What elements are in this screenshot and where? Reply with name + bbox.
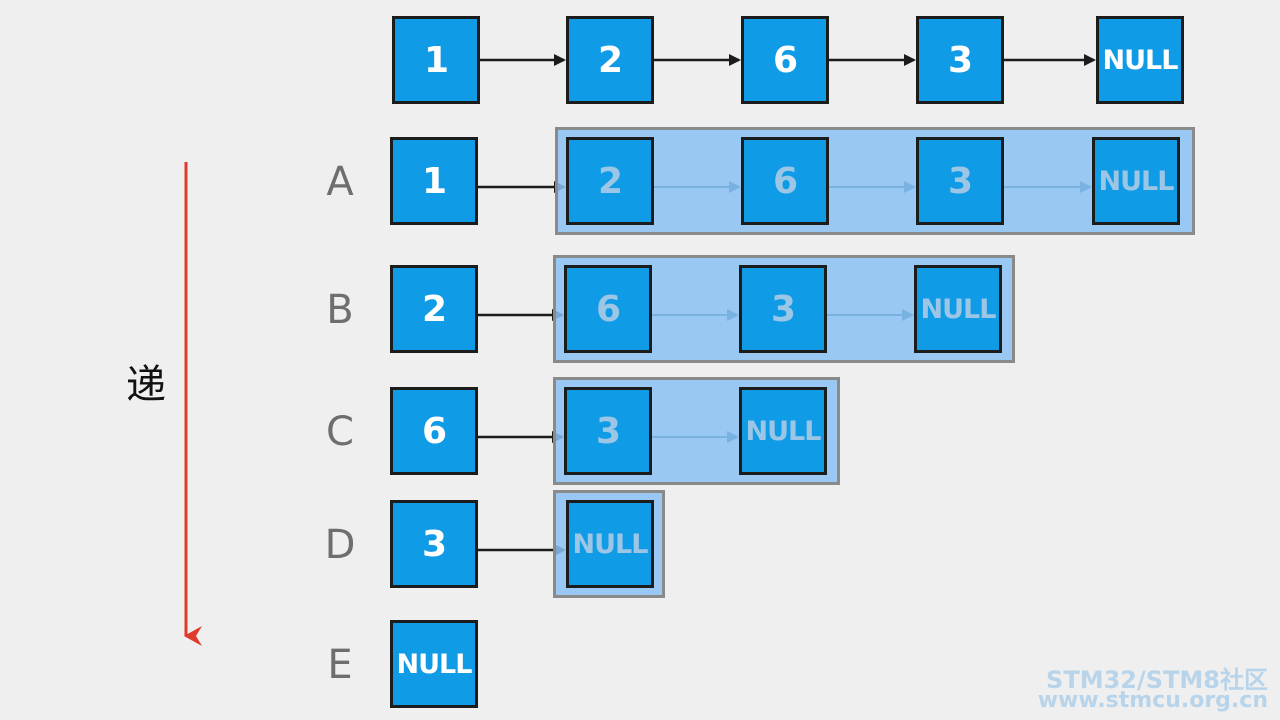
row-head-node: NULL	[390, 620, 478, 708]
sublist-node: 6	[564, 265, 652, 353]
row-label: A	[326, 159, 354, 205]
top-list-node: 2	[566, 16, 654, 104]
sublist-node: NULL	[1092, 137, 1180, 225]
sublist-node: NULL	[914, 265, 1002, 353]
sublist-node: 3	[916, 137, 1004, 225]
top-list-node: NULL	[1096, 16, 1184, 104]
row-label: D	[324, 522, 356, 568]
row-head-node: 1	[390, 137, 478, 225]
top-list-node: 1	[392, 16, 480, 104]
top-list-node: 6	[741, 16, 829, 104]
row-label: E	[327, 642, 353, 688]
row-head-node: 2	[390, 265, 478, 353]
row-head-node: 3	[390, 500, 478, 588]
side-label: 递	[126, 362, 166, 408]
row-head-node: 6	[390, 387, 478, 475]
sublist-node: 2	[566, 137, 654, 225]
top-list-node: 3	[916, 16, 1004, 104]
watermark-line1: STM32/STM8社区	[1046, 666, 1268, 694]
sublist-highlight	[555, 127, 1195, 235]
row-label: C	[326, 409, 354, 455]
sublist-node: 3	[739, 265, 827, 353]
row-label: B	[326, 287, 354, 333]
sublist-node: NULL	[739, 387, 827, 475]
sublist-node: NULL	[566, 500, 654, 588]
sublist-node: 6	[741, 137, 829, 225]
watermark-line2: www.stmcu.org.cn	[1037, 688, 1268, 713]
sublist-node: 3	[564, 387, 652, 475]
